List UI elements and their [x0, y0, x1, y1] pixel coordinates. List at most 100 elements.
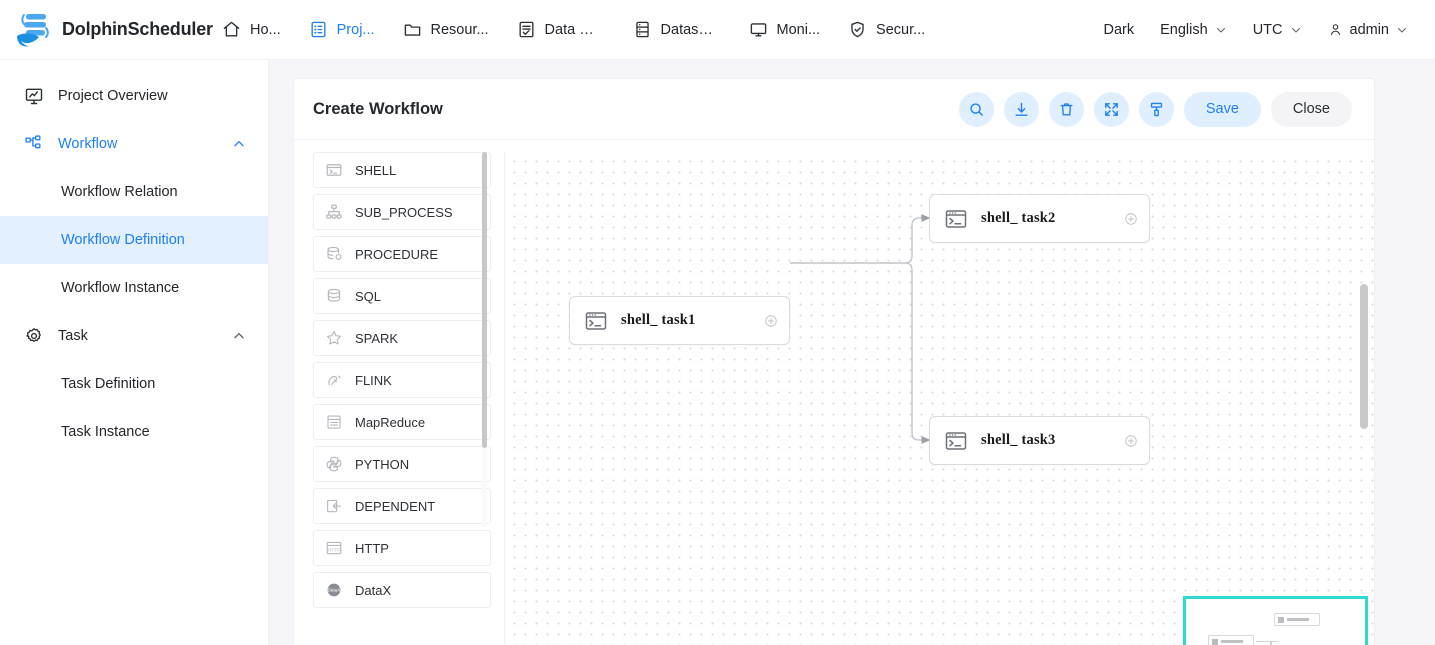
- format-dag-button[interactable]: [1138, 91, 1174, 127]
- palette-scroll-thumb[interactable]: [482, 152, 487, 448]
- minimap-edge: [1256, 641, 1278, 642]
- sidebar-item-label: Task Definition: [61, 376, 156, 392]
- brand[interactable]: DolphinScheduler: [0, 11, 213, 49]
- sidebar-item-workflow-relation[interactable]: Workflow Relation: [0, 168, 268, 216]
- save-button[interactable]: Save: [1183, 91, 1261, 127]
- palette-item-label: SHELL: [355, 162, 397, 178]
- palette-item-label: SUB_PROCESS: [355, 204, 453, 220]
- download-button[interactable]: [1003, 91, 1039, 127]
- nav-item-label: Ho...: [250, 21, 281, 38]
- palette-item-sub-process[interactable]: SUB_PROCESS: [313, 194, 491, 230]
- terminal-icon: [944, 207, 968, 231]
- language-label: English: [1160, 21, 1208, 38]
- sidebar-item-label: Task Instance: [61, 424, 150, 440]
- close-button[interactable]: Close: [1270, 91, 1352, 127]
- task-type-palette[interactable]: SHELL SUB_PROCESS PROCEDURE SQL SPARK: [313, 152, 491, 645]
- datasource-icon: [633, 20, 652, 39]
- trash-icon: [1058, 101, 1075, 118]
- plus-circle-icon[interactable]: [1124, 434, 1138, 448]
- timezone-select[interactable]: UTC: [1240, 0, 1315, 60]
- palette-item-procedure[interactable]: PROCEDURE: [313, 236, 491, 272]
- chevron-up-icon[interactable]: [232, 329, 246, 343]
- brand-name: DolphinScheduler: [62, 19, 213, 39]
- sidebar-item-workflow-instance[interactable]: Workflow Instance: [0, 264, 268, 312]
- palette-item-mapreduce[interactable]: MapReduce: [313, 404, 491, 440]
- sub-process-icon: [325, 203, 343, 221]
- delete-button[interactable]: [1048, 91, 1084, 127]
- search-button[interactable]: [958, 91, 994, 127]
- nav-item-project[interactable]: Proj...: [295, 0, 389, 60]
- nav-item-datasource[interactable]: Datasou...: [619, 0, 735, 60]
- plus-circle-icon[interactable]: [1124, 212, 1138, 226]
- nav-item-home[interactable]: Ho...: [208, 0, 295, 60]
- sidebar-item-task-instance[interactable]: Task Instance: [0, 408, 268, 456]
- dag-node-label: shell_ task1: [621, 312, 696, 328]
- palette-item-flink[interactable]: FLINK: [313, 362, 491, 398]
- palette-item-dependent[interactable]: DEPENDENT: [313, 488, 491, 524]
- chevron-up-icon[interactable]: [232, 137, 246, 151]
- nav-item-monitor[interactable]: Moni...: [735, 0, 835, 60]
- fullscreen-button[interactable]: [1093, 91, 1129, 127]
- plus-circle-icon[interactable]: [764, 314, 778, 328]
- sidebar-group-workflow[interactable]: Workflow: [0, 120, 268, 168]
- procedure-db-icon: [325, 245, 343, 263]
- format-icon: [1148, 101, 1165, 118]
- dag-node-shell-task3[interactable]: shell_ task3: [929, 416, 1150, 465]
- svg-text:HTTP: HTTP: [328, 547, 340, 552]
- download-icon: [1013, 101, 1030, 118]
- dag-canvas[interactable]: shell_ task2 shell_ task1: [504, 152, 1374, 645]
- sidebar-item-label: Workflow Instance: [61, 280, 180, 296]
- canvas-minimap[interactable]: [1183, 596, 1368, 645]
- editor-toolbar: Save Close: [958, 91, 1352, 127]
- palette-item-sql[interactable]: SQL: [313, 278, 491, 314]
- palette-item-datax[interactable]: DataX DataX: [313, 572, 491, 608]
- palette-item-python[interactable]: PYTHON: [313, 446, 491, 482]
- sidebar-item-task-definition[interactable]: Task Definition: [0, 360, 268, 408]
- flink-squirrel-icon: [325, 371, 343, 389]
- nav-item-label: Data Qua...: [544, 21, 605, 38]
- top-right-controls: Dark English UTC admin: [1091, 0, 1435, 60]
- palette-scrollbar[interactable]: [482, 152, 487, 527]
- gear-icon: [24, 326, 44, 346]
- sidebar-group-task[interactable]: Task: [0, 312, 268, 360]
- minimap-node-bar: [1221, 640, 1243, 643]
- user-menu[interactable]: admin: [1315, 0, 1422, 60]
- terminal-icon: [325, 161, 343, 179]
- datax-icon: DataX: [325, 581, 343, 599]
- dag-node-shell-task2[interactable]: shell_ task2: [929, 194, 1150, 243]
- language-select[interactable]: English: [1147, 0, 1240, 60]
- palette-item-shell[interactable]: SHELL: [313, 152, 491, 188]
- http-icon: HTTP: [325, 539, 343, 557]
- canvas-vertical-scrollbar[interactable]: [1360, 152, 1368, 645]
- nav-item-label: Secur...: [876, 21, 926, 38]
- nav-item-label: Datasou...: [660, 21, 721, 38]
- folder-icon: [403, 20, 422, 39]
- sidebar-item-workflow-definition[interactable]: Workflow Definition: [0, 216, 268, 264]
- sidebar-item-label: Workflow Definition: [61, 232, 185, 248]
- sidebar-item-project-overview[interactable]: Project Overview: [0, 72, 268, 120]
- palette-item-spark[interactable]: SPARK: [313, 320, 491, 356]
- workflow-editor-card: Create Workflow: [293, 78, 1375, 645]
- palette-item-label: DataX: [355, 582, 392, 598]
- palette-item-label: SQL: [355, 288, 382, 304]
- fullscreen-icon: [1103, 101, 1120, 118]
- canvas-vscroll-thumb[interactable]: [1360, 284, 1368, 429]
- user-icon: [1328, 22, 1343, 37]
- chevron-down-icon: [1290, 24, 1302, 36]
- nav-item-label: Proj...: [336, 21, 375, 38]
- palette-item-http[interactable]: HTTP HTTP: [313, 530, 491, 566]
- nav-item-data-quality[interactable]: Data Qua...: [503, 0, 619, 60]
- minimap-node: [1208, 635, 1254, 645]
- dag-node-shell-task1[interactable]: shell_ task1: [569, 296, 790, 345]
- sidebar-group-label: Task: [58, 328, 88, 344]
- sidebar: Project Overview Workflow Workflow Relat…: [0, 60, 269, 645]
- nav-item-security[interactable]: Secur...: [834, 0, 939, 60]
- palette-item-label: HTTP: [355, 540, 389, 556]
- minimap-node-icon: [1212, 638, 1218, 645]
- chevron-down-icon: [1215, 24, 1227, 36]
- monitor-icon: [749, 20, 768, 39]
- python-icon: [325, 455, 343, 473]
- theme-toggle[interactable]: Dark: [1091, 0, 1148, 60]
- nav-item-resources[interactable]: Resour...: [389, 0, 503, 60]
